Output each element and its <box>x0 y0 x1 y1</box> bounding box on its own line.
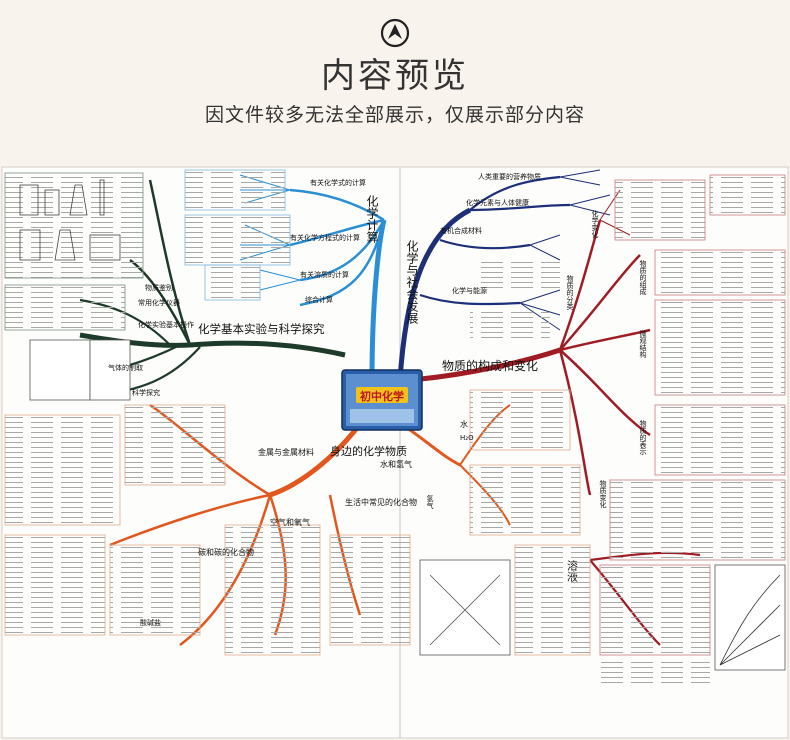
sub-chem-formula-calc: 有关化学式的计算 <box>310 178 366 187</box>
sub-chem-change: 化学变化 <box>591 209 599 239</box>
sub-composition: 物质的组成 <box>639 259 647 296</box>
sub-substance-id: 物质鉴别 <box>145 283 173 292</box>
branch-label-structure: 物质的构成和变化 <box>442 358 538 373</box>
sub-elements-health: 化学元素与人体健康 <box>466 198 529 207</box>
compass-logo-icon <box>380 18 410 48</box>
sub-inquiry: 科学探究 <box>132 388 160 397</box>
sub-combined-calc: 综合计算 <box>305 295 333 304</box>
sub-water-formula: H₂O <box>460 434 474 442</box>
sub-daily-compounds: 生活中常见的化合物 <box>345 497 417 507</box>
page-title: 内容预览 <box>321 56 469 96</box>
sub-water-hydrogen: 水和氢气 <box>380 459 412 469</box>
sub-molecules: 物质的分类 <box>566 274 574 311</box>
sub-chem-energy: 化学与能源 <box>452 286 487 295</box>
center-title: 初中化学 <box>360 389 404 403</box>
sub-lab-equipment: 常用化学仪器 <box>138 298 180 307</box>
branch-label-around: 身边的化学物质 <box>330 444 407 458</box>
sub-carbon: 碳和碳的化合物 <box>198 547 254 557</box>
sub-substance-change: 物质变化 <box>599 479 607 509</box>
sub-basic-ops: 化学实验基本操作 <box>138 320 194 329</box>
sub-nutrients: 人类重要的营养物质 <box>478 172 541 181</box>
sub-equation-calc: 有关化学方程式的计算 <box>290 233 360 242</box>
sub-water: 水 <box>460 419 468 429</box>
sub-solution-calc: 有关溶质的计算 <box>300 270 349 279</box>
mindmap-poster: 化学计算 有关化学式的计算 有关化学方程式的计算 有关溶质的计算 综合计算 化学… <box>1 166 789 739</box>
branch-label-society: 化学与社会发展 <box>405 240 419 324</box>
branch-calc: 化学计算 有关化学式的计算 有关化学方程式的计算 有关溶质的计算 综合计算 <box>184 169 387 381</box>
branch-experiment: 化学基本实验与科学探究 常用化学仪器 化学实验基本操作 物质鉴别 气体的制取 科… <box>4 172 346 401</box>
branch-society: 化学与社会发展 人类重要的营养物质 化学元素与人体健康 有机合成材料 化学与能源 <box>397 169 611 381</box>
center-node: 初中化学 <box>341 369 423 431</box>
branch-structure: 物质的构成和变化 化学变化 物质的分类 物质的组成 微观结构 物质的表示 物质变… <box>409 174 786 685</box>
sub-gas-prep: 气体的制取 <box>108 363 143 372</box>
branch-around: 身边的化学物质 金属与金属材料 水和氢气 生活中常见的化合物 空气和氧气 碳和碳… <box>4 389 591 656</box>
sub-substance-rep: 物质的表示 <box>639 419 647 455</box>
sub-air-oxygen: 空气和氧气 <box>270 517 310 527</box>
branch-label-calc: 化学计算 <box>365 195 379 243</box>
sub-structure-micro: 微观结构 <box>639 329 647 359</box>
sub-metal: 金属与金属材料 <box>258 447 314 457</box>
branch-label-experiment: 化学基本实验与科学探究 <box>198 322 325 336</box>
sub-acid-base: 酸碱盐 <box>140 618 161 627</box>
sub-hydrogen: 氢气 <box>426 494 434 509</box>
sub-organic-materials: 有机合成材料 <box>440 226 482 235</box>
page-subtitle: 因文件较多无法全部展示，仅展示部分内容 <box>204 104 585 126</box>
